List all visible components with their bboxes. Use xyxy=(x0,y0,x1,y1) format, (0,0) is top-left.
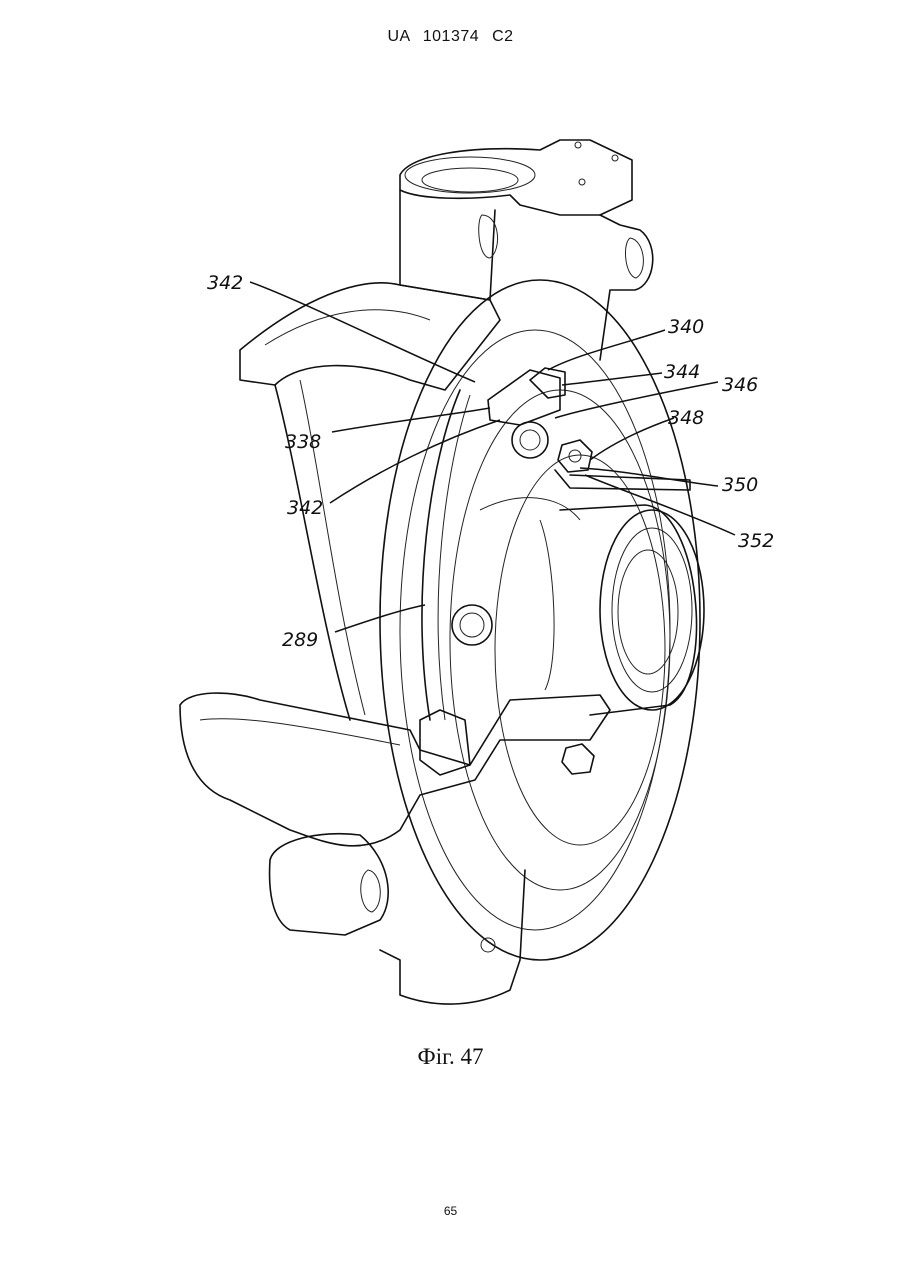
ref-label-342-lower: 342 xyxy=(287,497,323,519)
figure-caption: Фіг. 47 xyxy=(0,1044,901,1070)
ref-label-342-upper: 342 xyxy=(207,272,243,294)
ref-label-340: 340 xyxy=(668,316,704,338)
right-side-arm xyxy=(600,215,653,360)
ref-label-352: 352 xyxy=(738,530,774,552)
sensor-bracket xyxy=(488,368,690,490)
lower-shield xyxy=(180,693,610,846)
upper-shield xyxy=(240,283,500,720)
top-mount-boss xyxy=(400,140,632,300)
ref-label-348: 348 xyxy=(668,407,704,429)
disc-body xyxy=(380,280,700,960)
hub xyxy=(480,498,704,715)
leader-lines xyxy=(250,282,735,632)
ref-label-346: 346 xyxy=(722,374,758,396)
page-number: 65 xyxy=(0,1204,901,1218)
ref-label-350: 350 xyxy=(722,474,758,496)
bottom-mount xyxy=(270,834,525,1004)
seal-ring xyxy=(422,390,470,720)
ref-label-344: 344 xyxy=(664,361,700,383)
ref-label-338: 338 xyxy=(285,431,321,453)
ref-label-289: 289 xyxy=(282,629,318,651)
